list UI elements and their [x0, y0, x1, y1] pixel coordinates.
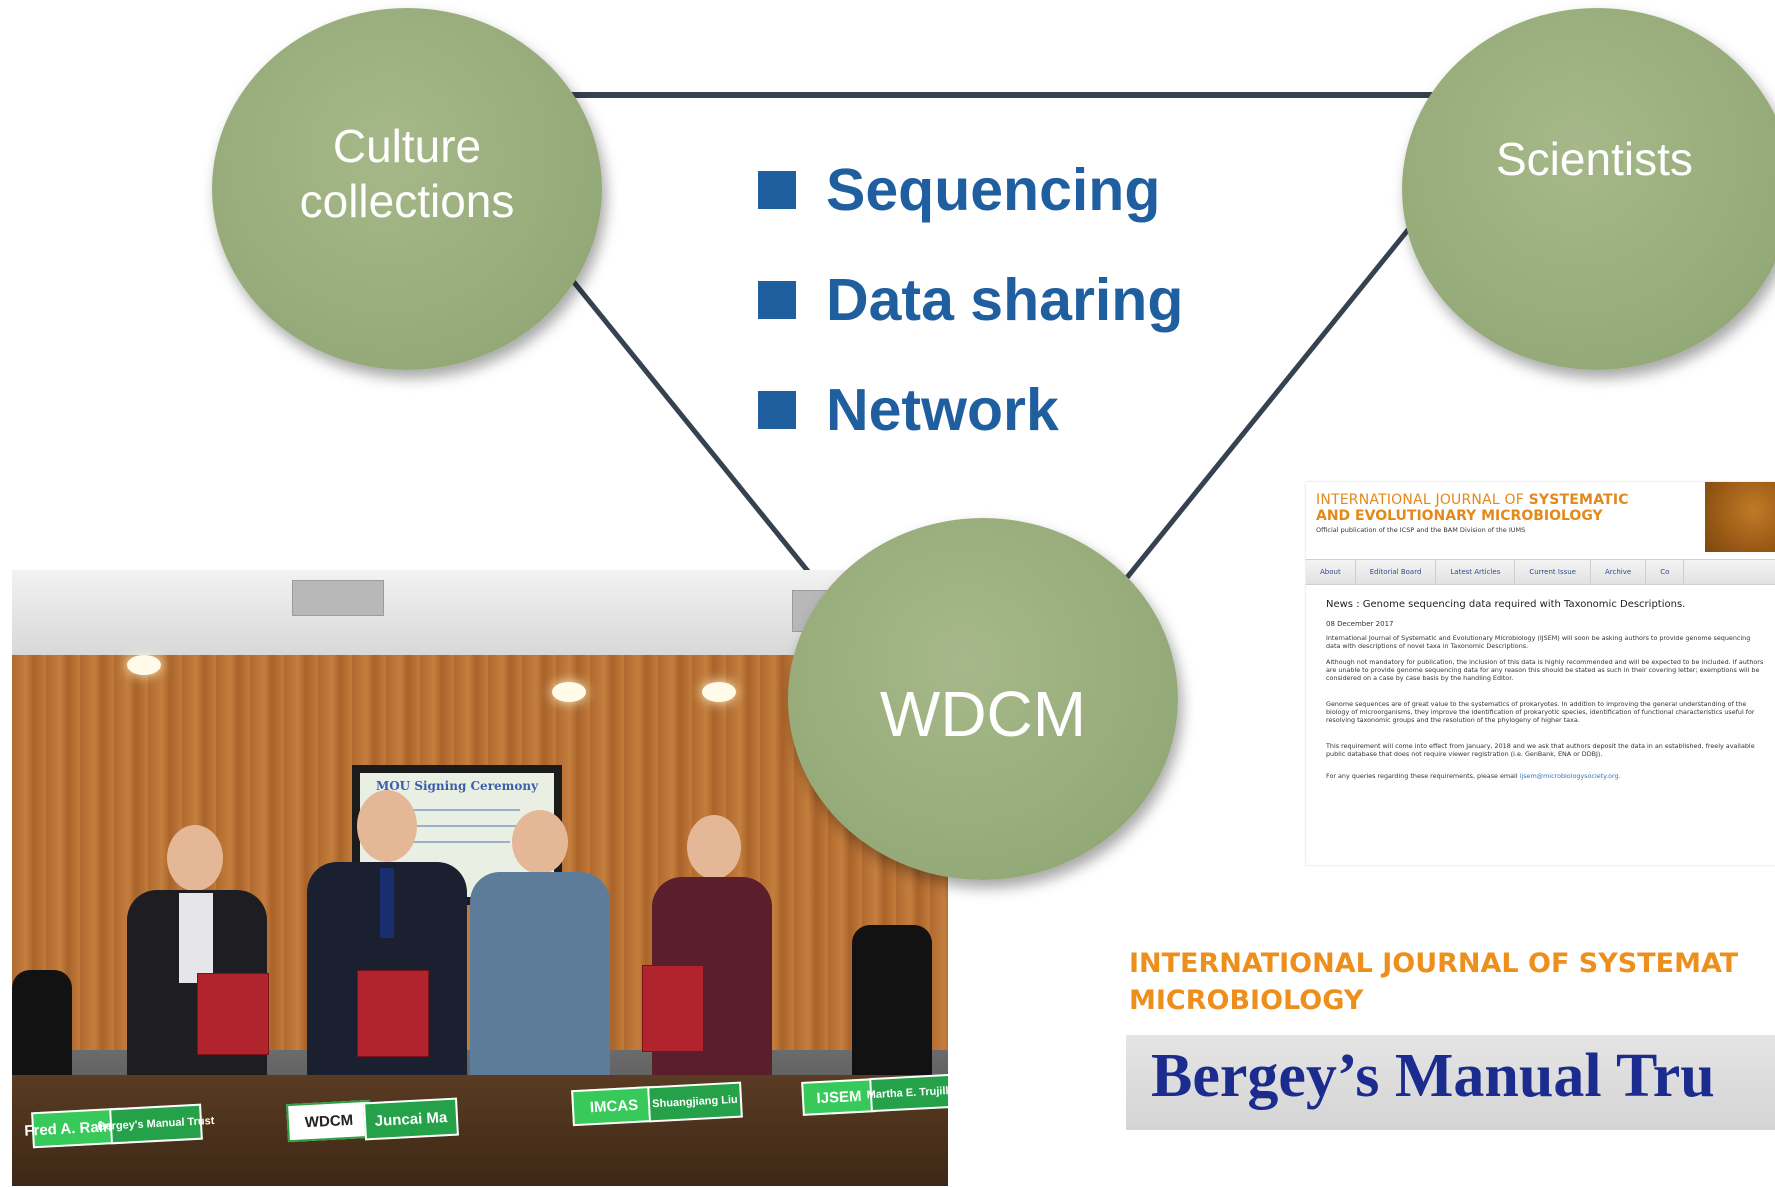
square-bullet-icon: [758, 281, 796, 319]
news-paragraph: Although not mandatory for publication, …: [1326, 658, 1764, 682]
nameplate: IMCAS: [571, 1085, 657, 1127]
bullet-item: Data sharing: [758, 245, 1183, 355]
bullet-item: Network: [758, 355, 1183, 465]
nameplate: Shuangjiang Liu: [647, 1081, 743, 1123]
nameplate: IJSEM: [801, 1078, 877, 1116]
news-paragraph: International Journal of Systematic and …: [1326, 634, 1751, 650]
bergey-banner: Bergey’s Manual Tru: [1126, 1035, 1775, 1130]
ijsem-title-line2: MICROBIOLOGY: [1129, 985, 1364, 1016]
bullet-text: Network: [826, 377, 1059, 443]
chair: [852, 925, 932, 1095]
bullet-text: Sequencing: [826, 157, 1161, 223]
nameplate: Bergey's Manual Trust: [97, 1103, 215, 1145]
news-paragraph: Genome sequences are of great value to t…: [1326, 700, 1755, 724]
red-folder: [357, 970, 429, 1057]
node-culture-collections: Culture collections: [212, 8, 602, 370]
nav-item[interactable]: Current Issue: [1515, 560, 1591, 584]
node-label: Culture collections: [299, 120, 515, 227]
red-folder: [197, 973, 269, 1055]
screen-line: [390, 809, 520, 811]
journal-header-line3: Official publication of the ICSP and the…: [1316, 526, 1526, 534]
ijsem-title: INTERNATIONAL JOURNAL OF SYSTEMAT MICROB…: [1129, 945, 1738, 1019]
red-folder: [642, 965, 704, 1052]
bullet-list: Sequencing Data sharing Network: [758, 135, 1183, 465]
ceiling-light: [552, 682, 586, 702]
news-paragraph: This requirement will come into effect f…: [1326, 742, 1755, 758]
news-date: 08 December 2017: [1326, 620, 1394, 628]
node-scientists: Scientists: [1402, 8, 1775, 370]
line-scientists-wdcm: [1123, 213, 1422, 582]
news-title: News : Genome sequencing data required w…: [1326, 599, 1686, 610]
journal-header-line2: AND EVOLUTIONARY MICROBIOLOGY: [1316, 508, 1603, 524]
nav-item[interactable]: About: [1306, 560, 1356, 584]
ijsem-title-line1: INTERNATIONAL JOURNAL OF SYSTEMAT: [1129, 948, 1739, 979]
nameplate: WDCM: [286, 1099, 372, 1143]
ceiling-light: [702, 682, 736, 702]
chair: [12, 970, 72, 1090]
head: [167, 825, 223, 891]
journal-header-line1: INTERNATIONAL JOURNAL OF SYSTEMATIC: [1316, 492, 1629, 508]
head: [357, 790, 417, 862]
tie: [380, 868, 394, 938]
bacteria-image: [1705, 482, 1775, 552]
journal-news-page: INTERNATIONAL JOURNAL OF SYSTEMATIC AND …: [1306, 482, 1775, 865]
line-culture-wdcm: [558, 263, 817, 582]
screen-title: MOU Signing Ceremony: [375, 779, 539, 793]
head: [512, 810, 568, 874]
node-label: WDCM: [879, 678, 1087, 750]
screen-line: [390, 841, 510, 843]
nameplate: Martha E. Trujillo: [866, 1073, 948, 1113]
news-paragraph: For any queries regarding these requirem…: [1326, 772, 1621, 780]
nav-item[interactable]: Editorial Board: [1356, 560, 1437, 584]
bullet-item: Sequencing: [758, 135, 1183, 245]
nav-item[interactable]: Archive: [1591, 560, 1647, 584]
shirt: [179, 893, 213, 983]
nav-item[interactable]: Latest Articles: [1436, 560, 1516, 584]
bullet-text: Data sharing: [826, 267, 1184, 333]
square-bullet-icon: [758, 391, 796, 429]
journal-nav: About Editorial Board Latest Articles Cu…: [1306, 559, 1775, 585]
ceiling-light: [127, 655, 161, 675]
node-label: Scientists: [1496, 133, 1693, 185]
square-bullet-icon: [758, 171, 796, 209]
head: [687, 815, 741, 879]
node-wdcm: WDCM: [788, 518, 1178, 880]
ceiling-vent: [292, 580, 384, 616]
nav-item[interactable]: Co: [1646, 560, 1685, 584]
screen-line: [390, 825, 530, 827]
bergey-banner-text: Bergey’s Manual Tru: [1151, 1042, 1715, 1110]
nameplate: Juncai Ma: [363, 1097, 459, 1141]
email-link[interactable]: ijsem@microbiologysociety.org.: [1519, 772, 1621, 780]
